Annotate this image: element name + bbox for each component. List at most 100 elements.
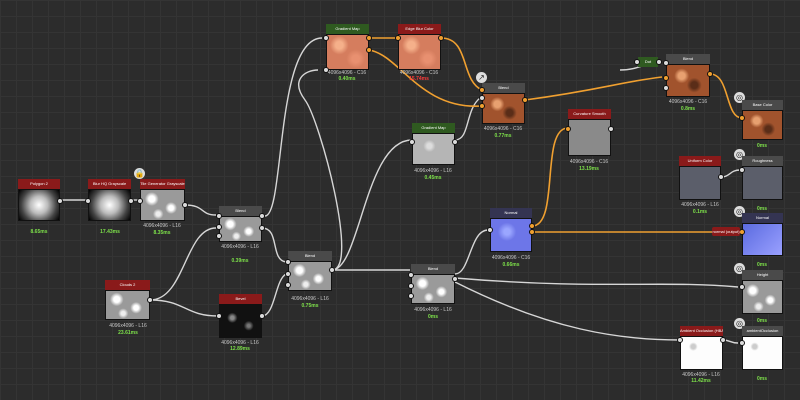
input-port[interactable] — [479, 87, 485, 93]
node-thumbnail — [398, 34, 441, 70]
input-port[interactable] — [409, 139, 415, 145]
output-port[interactable] — [522, 97, 528, 103]
node-gradient-map-1[interactable]: Gradient Map — [323, 24, 372, 73]
input-port[interactable] — [479, 103, 485, 109]
node-title: Height — [742, 270, 783, 280]
node-blur[interactable]: Blur HQ Grayscale — [85, 179, 134, 221]
output-ambient-occlusion[interactable]: ambientOcclusion — [739, 326, 783, 370]
output-port[interactable] — [182, 202, 188, 208]
node-blend-3[interactable]: Blend — [479, 83, 528, 124]
node-time: 13.19ms — [579, 166, 599, 172]
node-time: 0.8ms — [680, 106, 696, 112]
node-dot[interactable]: Dot — [634, 57, 662, 67]
input-port[interactable] — [395, 35, 401, 41]
node-edge-blur[interactable]: Edge Blur Color — [395, 24, 444, 70]
node-blend-1[interactable]: Blend — [216, 206, 265, 242]
input-port[interactable] — [663, 85, 669, 91]
output-port[interactable] — [438, 35, 444, 41]
node-time: 0.1ms — [692, 209, 708, 215]
node-time: 0ms — [756, 143, 767, 149]
output-port[interactable] — [259, 313, 265, 319]
node-clouds[interactable]: Clouds 2 — [105, 280, 153, 320]
input-port[interactable] — [487, 227, 493, 233]
output-base-color[interactable]: Base Color — [739, 100, 783, 140]
output-port[interactable] — [452, 276, 458, 282]
output-port[interactable] — [452, 139, 458, 145]
output-port[interactable] — [634, 59, 640, 65]
output-pin-label: normal (output) — [712, 227, 740, 236]
input-port[interactable] — [739, 284, 745, 290]
input-port[interactable] — [323, 67, 329, 73]
output-port[interactable] — [718, 174, 724, 180]
node-ambient-occlusion[interactable]: Ambient Occlusion (HBAO) — [677, 326, 726, 370]
node-resolution: 4096x4096 - L16 — [681, 202, 719, 208]
input-port[interactable] — [285, 282, 291, 288]
output-port[interactable] — [329, 267, 335, 273]
node-curvature-smooth[interactable]: Curvature Smooth — [565, 109, 614, 156]
output-port[interactable] — [656, 59, 662, 65]
output-icon: ◎ — [734, 149, 745, 160]
node-thumbnail — [326, 34, 369, 70]
node-blend-4[interactable]: Blend — [408, 264, 458, 304]
output-icon: ◎ — [734, 318, 745, 329]
input-port[interactable] — [408, 283, 414, 289]
node-thumbnail — [742, 166, 783, 200]
node-blend-2[interactable]: Blend — [285, 251, 335, 291]
node-title: Polygon 2 — [18, 179, 60, 189]
node-resolution: 4096x4096 - L16 — [682, 372, 720, 378]
node-blend-5[interactable]: Blend — [663, 54, 713, 97]
output-roughness[interactable]: Roughness — [739, 156, 783, 200]
output-port[interactable] — [259, 213, 265, 219]
input-port[interactable] — [565, 126, 571, 132]
node-bevel[interactable]: Bevel — [216, 294, 265, 338]
node-time: 0ms — [427, 314, 438, 320]
output-port[interactable] — [128, 198, 134, 204]
input-port[interactable] — [677, 337, 683, 343]
input-port[interactable] — [216, 224, 222, 230]
output-normal[interactable]: Normal — [739, 213, 783, 256]
node-thumbnail — [140, 189, 185, 221]
input-port[interactable] — [408, 272, 414, 278]
input-port[interactable] — [85, 198, 91, 204]
node-resolution: 4096x4096 - C16 — [327, 70, 367, 76]
output-icon: ◎ — [734, 263, 745, 274]
input-port[interactable] — [663, 60, 669, 66]
input-port[interactable] — [216, 213, 222, 219]
input-port[interactable] — [137, 198, 143, 204]
output-port[interactable] — [147, 297, 153, 303]
output-height[interactable]: Height — [739, 270, 783, 314]
output-port[interactable] — [259, 225, 265, 231]
input-port[interactable] — [739, 340, 745, 346]
input-port[interactable] — [216, 313, 222, 319]
input-port[interactable] — [285, 271, 291, 277]
node-title: Edge Blur Color — [398, 24, 441, 34]
node-uniform-color[interactable]: Uniform Color — [679, 156, 724, 200]
input-port[interactable] — [739, 167, 745, 173]
node-thumbnail — [288, 261, 332, 291]
input-port[interactable] — [479, 95, 485, 101]
output-port[interactable] — [720, 337, 726, 343]
output-port[interactable] — [57, 198, 63, 204]
output-port[interactable] — [707, 71, 713, 77]
input-port[interactable] — [216, 233, 222, 239]
output-port[interactable] — [529, 229, 535, 235]
input-port[interactable] — [663, 75, 669, 81]
output-port[interactable] — [366, 35, 372, 41]
input-port[interactable] — [323, 35, 329, 41]
output-port[interactable] — [608, 126, 614, 132]
node-resolution: 4096x4096 - L16 — [291, 296, 329, 302]
node-title: Uniform Color — [679, 156, 721, 166]
node-tile-generator[interactable]: Tile Generator Grayscale — [137, 179, 188, 221]
input-port[interactable] — [408, 293, 414, 299]
output-port[interactable] — [529, 223, 535, 229]
input-port[interactable] — [285, 259, 291, 265]
expand-icon[interactable]: ↗ — [476, 72, 487, 83]
node-lock-icon[interactable]: 🔒 — [134, 168, 145, 179]
input-port[interactable] — [739, 115, 745, 121]
node-normal[interactable]: Normal — [487, 208, 535, 252]
node-thumbnail — [666, 64, 710, 97]
output-port[interactable] — [366, 47, 372, 53]
node-gradient-map-2[interactable]: Gradient Map — [409, 123, 458, 165]
node-polygon[interactable]: Polygon 2 — [18, 179, 63, 221]
